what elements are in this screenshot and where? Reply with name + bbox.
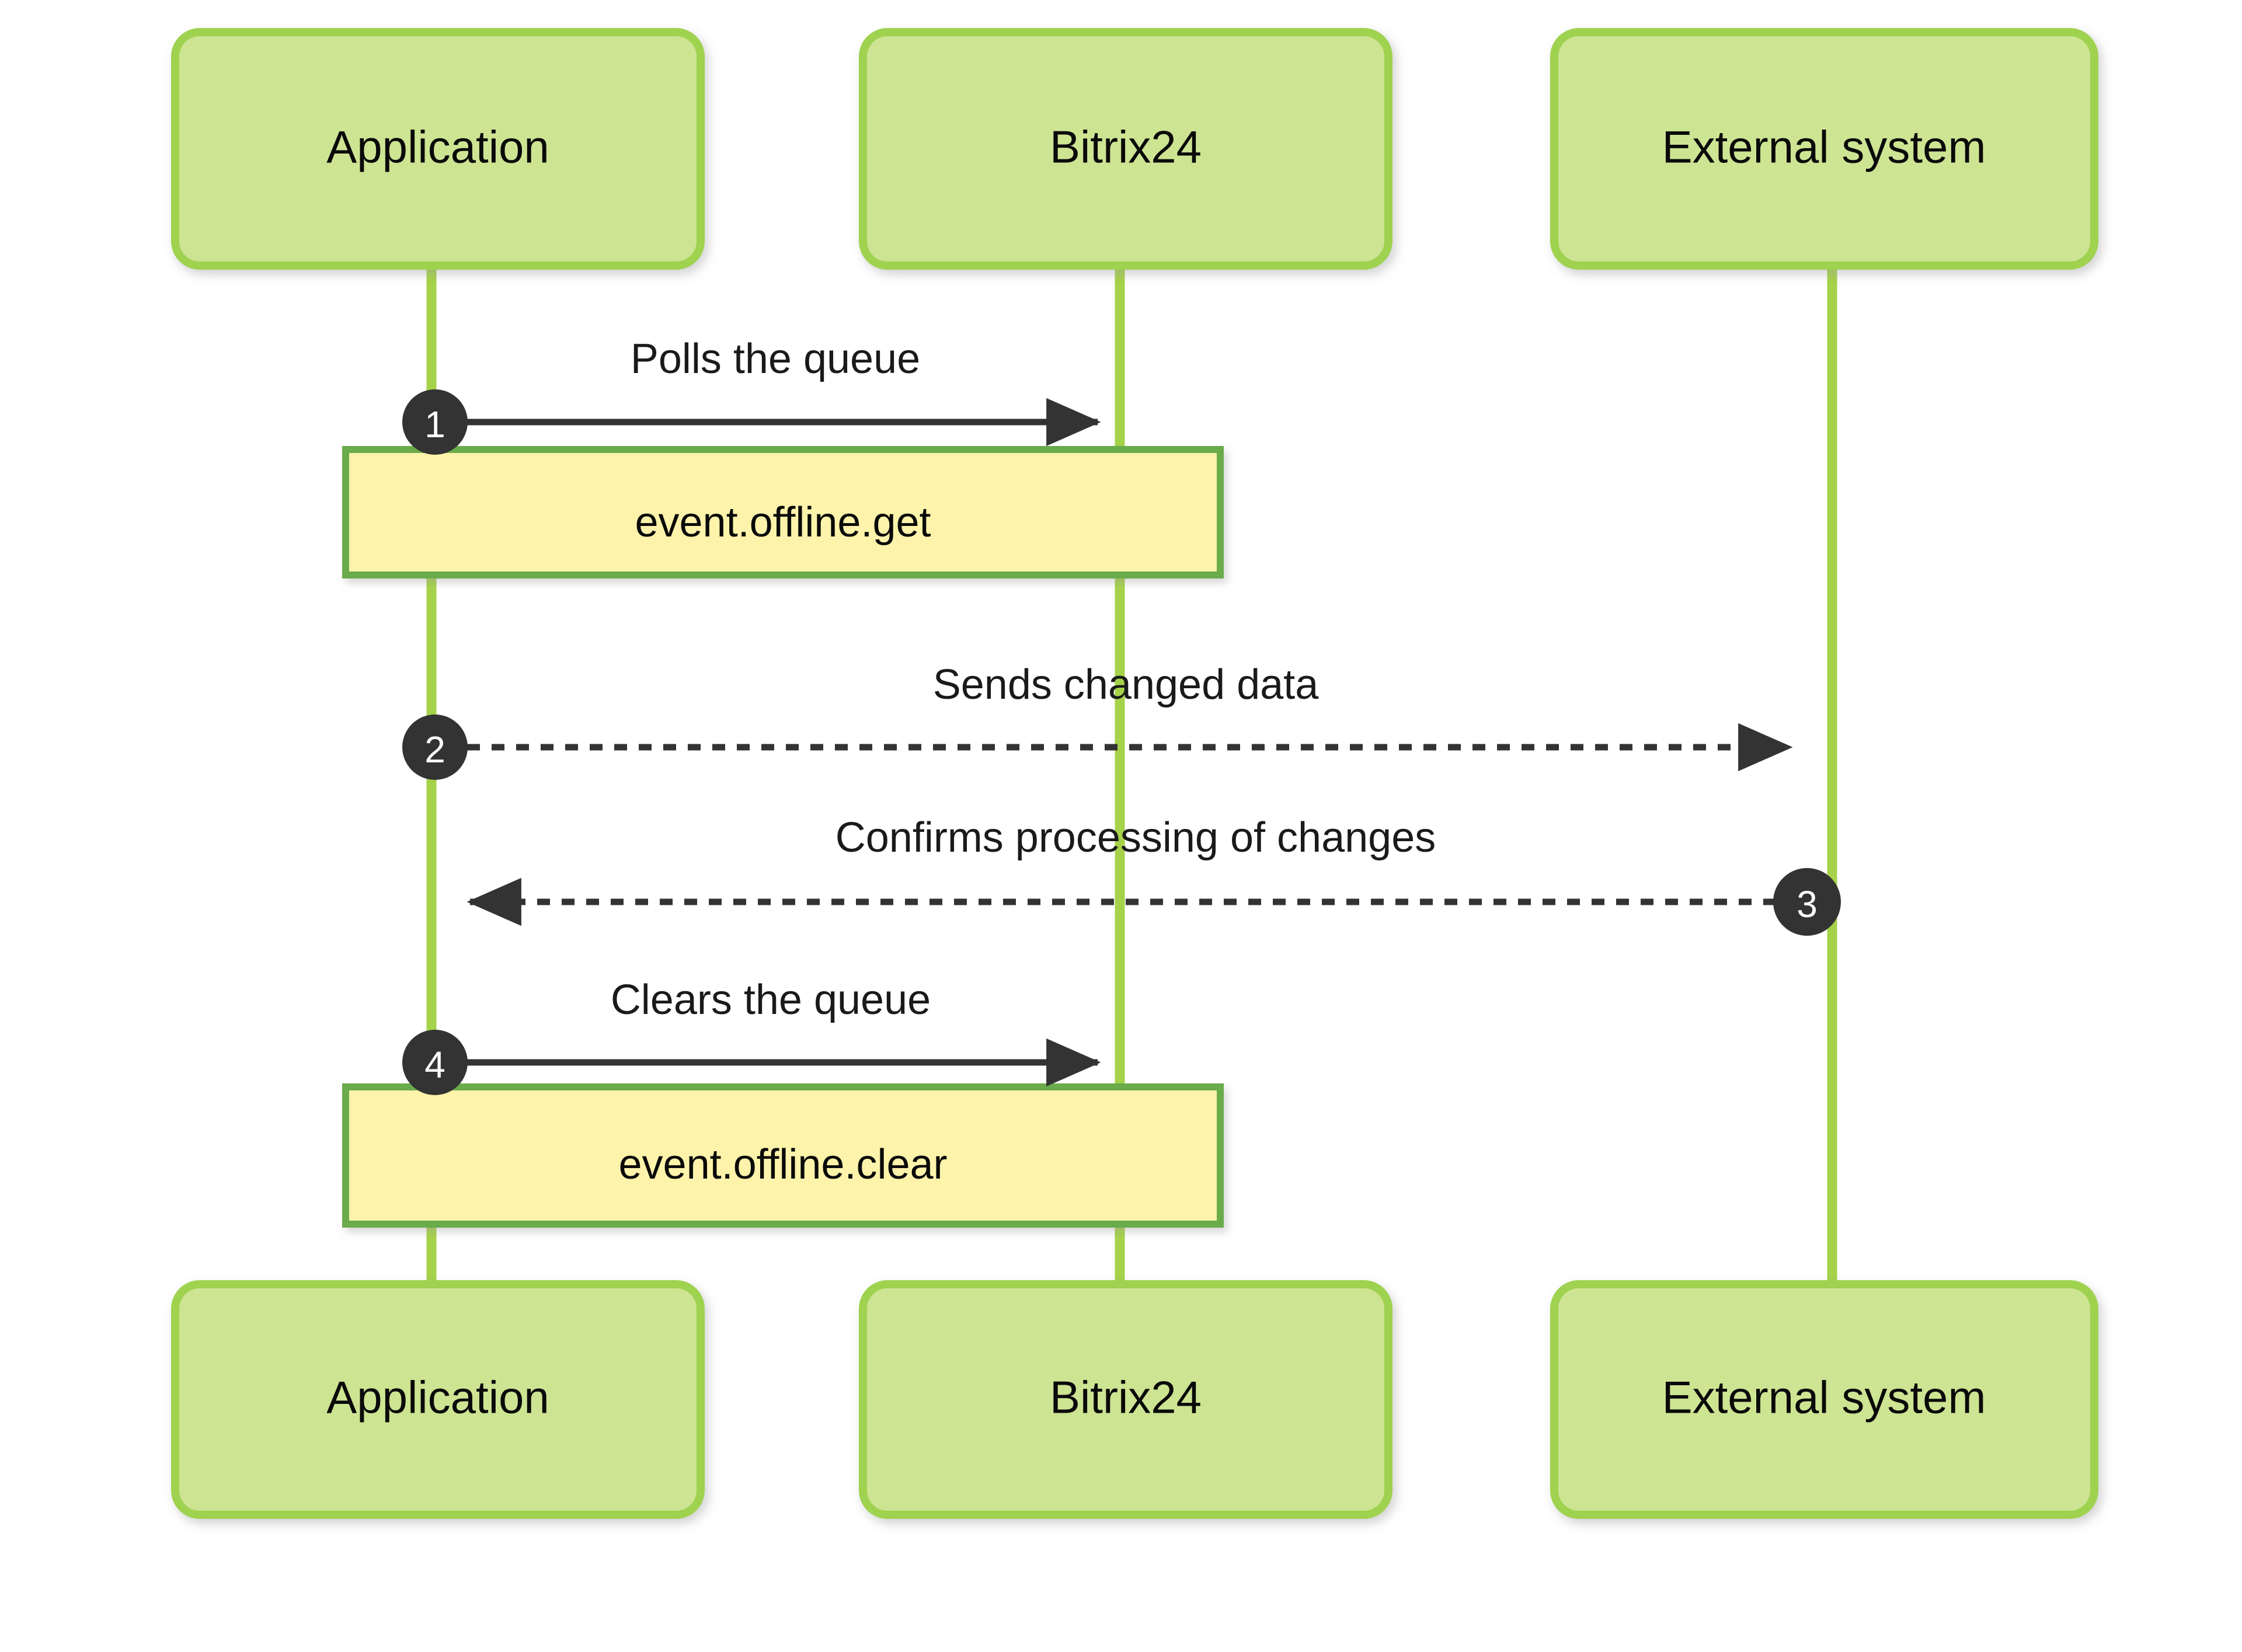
participant-box[interactable] [171, 28, 705, 270]
participant-box[interactable] [1550, 28, 2098, 270]
participant-label: Bitrix24 [1050, 1372, 1202, 1423]
participant-bitrix24-bottom[interactable]: Bitrix24 [859, 1280, 1392, 1519]
participant-label: External system [1662, 121, 1986, 173]
participant-box[interactable] [171, 1280, 705, 1519]
note-event-offline-clear: event.offline.clear [342, 1083, 1224, 1228]
participant-label: Bitrix24 [1050, 121, 1202, 173]
message-4-clears-the-queue[interactable]: Clears the queue 4 [402, 977, 1101, 1095]
participant-label: Application [326, 1372, 549, 1423]
note-box [342, 446, 1224, 578]
message-step-badge[interactable] [402, 715, 468, 780]
message-step-badge[interactable] [402, 389, 468, 455]
message-label: Clears the queue [611, 977, 931, 1023]
participant-bitrix24-top[interactable]: Bitrix24 [859, 28, 1392, 270]
message-step-number: 2 [424, 729, 445, 771]
note-event-offline-get: event.offline.get [342, 446, 1224, 578]
participant-box[interactable] [1550, 1280, 2098, 1519]
message-3-confirms-processing-of-changes[interactable]: Confirms processing of changes 3 [466, 814, 1841, 936]
message-step-number: 4 [424, 1044, 445, 1086]
participant-label: External system [1662, 1372, 1986, 1423]
message-step-badge[interactable] [1773, 868, 1841, 936]
participant-box[interactable] [859, 28, 1392, 270]
note-box [342, 1083, 1224, 1228]
message-2-sends-changed-data[interactable]: Sends changed data 2 [402, 661, 1793, 780]
message-step-number: 1 [424, 403, 445, 445]
message-step-number: 3 [1797, 883, 1818, 925]
message-step-badge[interactable] [402, 1030, 468, 1095]
message-1-polls-the-queue[interactable]: Polls the queue 1 [402, 336, 1101, 455]
note-label: event.offline.clear [618, 1141, 947, 1188]
message-label: Sends changed data [933, 661, 1320, 708]
message-label: Confirms processing of changes [835, 814, 1436, 861]
message-label: Polls the queue [631, 336, 920, 382]
participant-application-top[interactable]: Application [171, 28, 705, 270]
participant-box[interactable] [859, 1280, 1392, 1519]
participant-external-system-top[interactable]: External system [1550, 28, 2098, 270]
participant-application-bottom[interactable]: Application [171, 1280, 705, 1519]
participant-label: Application [326, 121, 549, 173]
participant-external-system-bottom[interactable]: External system [1550, 1280, 2098, 1519]
note-label: event.offline.get [635, 499, 931, 546]
